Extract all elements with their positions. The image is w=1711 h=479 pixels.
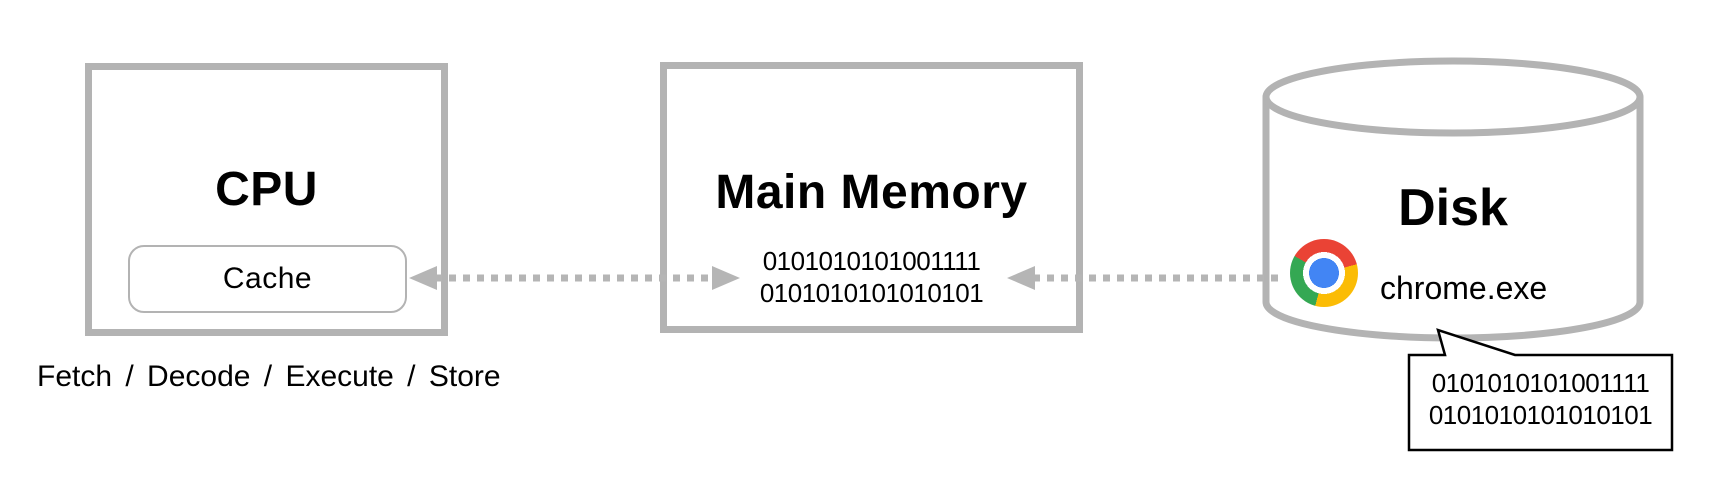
callout-binary-line: 0101010101010101 [1428, 400, 1653, 430]
cpu-pipeline-label: Fetch / Decode / Execute / Store [37, 360, 501, 393]
disk-file-label: chrome.exe [1380, 270, 1548, 306]
cache-label: Cache [222, 262, 313, 295]
cpu-title: CPU [215, 163, 318, 216]
main-memory-title: Main Memory [715, 166, 1028, 219]
callout-binary-line: 0101010101001111 [1431, 368, 1650, 398]
callout-contents: 0101010101001111 0101010101010101 [1409, 367, 1672, 431]
chrome-icon [1290, 239, 1358, 307]
cpu-box: CPU Cache [85, 63, 448, 336]
disk-title: Disk [1398, 179, 1508, 237]
disk-cylinder-top [1262, 57, 1644, 137]
memory-binary-line: 0101010101001111 [762, 246, 981, 276]
memory-binary-line: 0101010101010101 [759, 278, 984, 308]
main-memory-box: Main Memory 0101010101001111 01010101010… [660, 62, 1083, 333]
cache-box: Cache [128, 245, 407, 313]
memory-contents: 0101010101001111 0101010101010101 [667, 245, 1076, 309]
